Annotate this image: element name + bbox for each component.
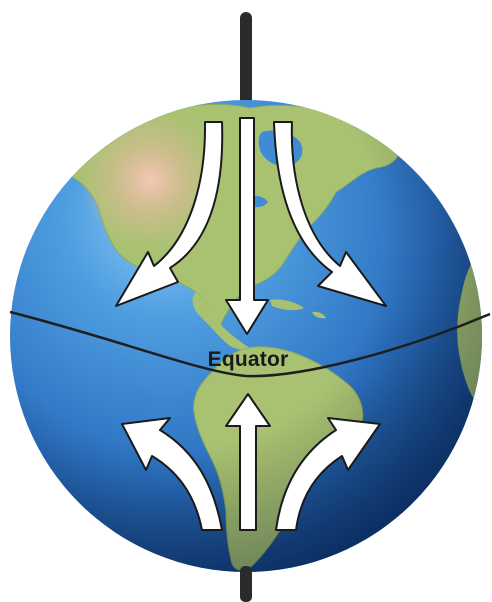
arrow-south-center — [225, 393, 271, 531]
equator-line — [9, 310, 491, 378]
equator-label: Equator — [208, 348, 289, 371]
continent-europe-edge — [430, 148, 458, 166]
arrow-south-left — [121, 417, 223, 531]
arrow-north-left — [115, 121, 224, 307]
globe — [10, 100, 482, 572]
northern-arrows — [115, 117, 387, 335]
greenland — [368, 100, 420, 134]
globe-shading — [10, 100, 482, 572]
arrow-south-right — [275, 417, 381, 531]
axis-top — [240, 12, 252, 108]
southern-arrows — [121, 393, 381, 531]
arrow-north-center — [225, 117, 269, 335]
arrow-north-right — [273, 121, 387, 307]
axis-bottom — [240, 566, 252, 602]
